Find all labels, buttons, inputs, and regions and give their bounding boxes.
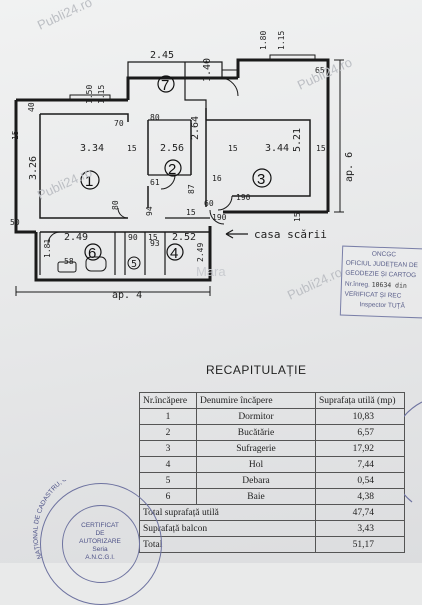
dim-60: 60 [204, 199, 214, 208]
dim-140: 1.40 [202, 58, 213, 82]
dim-344: 3.44 [265, 143, 289, 154]
dim-15a: 15 [127, 144, 137, 153]
dim-ap6: ap. 6 [344, 152, 355, 182]
oncgc-stamp: ONCGC OFICIUL JUDEȚEAN DE GEODEZIE ȘI CA… [339, 245, 422, 319]
dim-80b: 80 [111, 200, 120, 210]
dim-15b: 15 [228, 144, 238, 153]
recap-title: RECAPITULAȚIE [206, 363, 307, 377]
dim-90: 90 [128, 233, 138, 242]
certificate-ring: NAȚIONAL DE CADASTRU, GEODEZIE ȘI CART [32, 480, 122, 560]
dim-115-left: 1.15 [97, 85, 106, 104]
dim-93: 93 [150, 239, 160, 248]
recap-header-row: Nr.încăpere Denumire încăpere Suprafața … [139, 392, 405, 409]
svg-text:6: 6 [88, 245, 96, 262]
room-markers: 1 2 3 4 5 6 7 [80, 75, 272, 270]
dim-15d: 15 [148, 233, 158, 242]
dim-150: 1.50 [85, 85, 94, 104]
dim-70: 70 [114, 119, 124, 128]
header-nr: Nr.încăpere [139, 392, 197, 409]
dim-87: 87 [187, 184, 196, 194]
dim-180: 1.80 [259, 31, 268, 50]
casa-scarii-label: casa scării [254, 228, 327, 241]
svg-text:4: 4 [170, 245, 178, 262]
dim-40: 40 [27, 102, 36, 112]
dim-249: 2.49 [64, 232, 88, 243]
dim-16: 16 [212, 174, 222, 183]
dim-15f: 15 [186, 208, 196, 217]
svg-text:2: 2 [168, 161, 176, 178]
right-edge-stamp [404, 401, 422, 503]
room-7-marker: 7 [157, 75, 175, 94]
dim-balcony-width: 2.45 [150, 50, 174, 61]
dim-15e: 15 [11, 130, 20, 140]
dim-ap4: ap. 4 [112, 290, 142, 301]
dim-264: 2.64 [190, 116, 201, 140]
dim-190a: 190 [212, 213, 227, 222]
dim-50: 50 [10, 218, 20, 227]
dim-61: 61 [150, 178, 160, 187]
room-4-marker: 4 [166, 243, 184, 262]
dim-249b: 2.49 [196, 243, 205, 262]
plan-walls [14, 54, 344, 296]
dim-252: 2.52 [172, 232, 196, 243]
svg-text:3: 3 [257, 171, 265, 188]
dim-326: 3.26 [28, 156, 39, 180]
dim-15c: 15 [316, 144, 326, 153]
room-6-marker: 6 [84, 243, 102, 262]
dim-181: 1.81 [43, 239, 52, 258]
room-5-marker: 5 [127, 256, 141, 270]
svg-text:1: 1 [85, 173, 93, 190]
dim-521: 5.21 [292, 128, 303, 152]
svg-text:5: 5 [131, 259, 137, 270]
room-2-marker: 2 [164, 159, 182, 178]
dim-15g: 15 [293, 212, 302, 222]
header-area: Suprafața utilă (mp) [315, 392, 405, 409]
room-1-marker: 1 [80, 170, 100, 190]
svg-text:7: 7 [161, 77, 169, 94]
dim-58: 58 [64, 257, 74, 266]
dim-94: 94 [145, 206, 154, 216]
dim-80: 80 [150, 113, 160, 122]
plan-dimensions: 2.45 1.80 1.15 1.50 1.15 40 70 80 1.40 6… [10, 31, 355, 301]
dim-190b: 190 [236, 193, 251, 202]
dim-334: 3.34 [80, 143, 104, 154]
floor-plan: 2.45 1.80 1.15 1.50 1.15 40 70 80 1.40 6… [10, 0, 355, 303]
center-watermark: Mara [196, 264, 226, 279]
recap-table: Nr.încăpere Denumire încăpere Suprafața … [139, 392, 405, 553]
certificate-text: CERTIFICAT DE AUTORIZARE Seria A.N.C.G.I… [79, 522, 121, 561]
dim-256: 2.56 [160, 143, 184, 154]
room-3-marker: 3 [252, 168, 272, 188]
svg-text:Publi24.ro: Publi24.ro [285, 264, 344, 302]
dim-115-top: 1.15 [277, 31, 286, 50]
dim-65: 65 [315, 66, 325, 75]
stamp-line-6: Inspector TUȚĂ [359, 301, 405, 310]
svg-text:Publi24.ro: Publi24.ro [35, 0, 94, 33]
header-name: Denumire încăpere [196, 392, 316, 409]
